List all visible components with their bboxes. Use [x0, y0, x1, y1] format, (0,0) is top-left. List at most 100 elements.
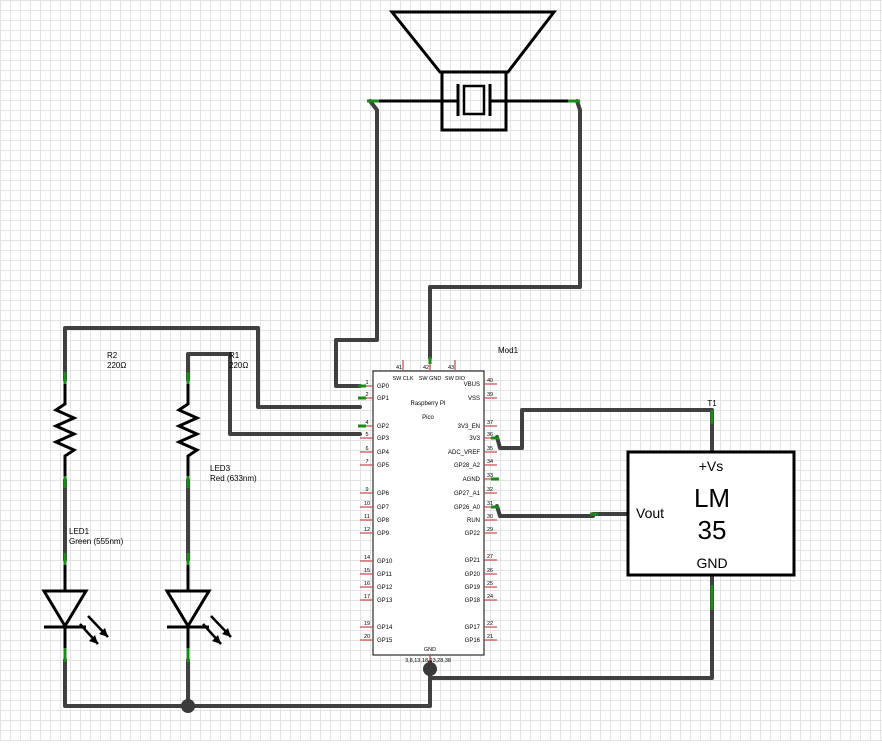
pico-pin-number: 32	[487, 487, 493, 493]
pico-pin-label: GP17	[465, 625, 481, 631]
pico-pin-label: GP0	[377, 384, 390, 390]
lm35-pin-vs: +Vs	[699, 458, 724, 474]
pico-pin-sw-dio: SW DIO	[445, 376, 466, 382]
pico-pin-label: GP22	[465, 531, 481, 537]
wire-r2-to-gp1[interactable]	[63, 326, 362, 409]
pico-pin-label: GP19	[465, 585, 481, 591]
wire-r1-to-gp2[interactable]	[186, 352, 362, 436]
pico-pin-number: 14	[364, 555, 370, 561]
pico-ref: Mod1	[498, 346, 519, 355]
pico-pin-number: 29	[487, 527, 493, 533]
pico-pin-number: 24	[487, 594, 493, 600]
pico-pin-label: 3V3_EN	[458, 424, 480, 430]
pico-body	[372, 370, 485, 656]
pico-pin-number: 21	[487, 634, 493, 640]
pico-pin-number: 26	[487, 568, 493, 574]
pico-pin-label: GP8	[377, 518, 390, 524]
speaker[interactable]	[367, 10, 580, 132]
pico-pin-number: 30	[487, 514, 493, 520]
pico-pin-label: VBUS	[464, 382, 480, 388]
speaker-cone	[388, 10, 558, 74]
pico-pin-label: GP13	[377, 598, 393, 604]
pico-pin-3v3-en[interactable]: 37 3V3_EN	[458, 420, 497, 430]
junction-pico-gnd	[423, 662, 437, 676]
r1-ref: R1	[229, 351, 240, 360]
pico-pin-gnd-numbers: 3,8,13,18,23,28,38	[405, 658, 451, 664]
pico-pin-label: GP7	[377, 505, 390, 511]
junction-led-bus	[181, 699, 195, 713]
wire-led-ground-bus[interactable]	[63, 658, 432, 708]
r1-value: 220Ω	[229, 361, 248, 370]
pico-pin-label: GP16	[465, 638, 481, 644]
pico-pin-label: GP6	[377, 491, 390, 497]
pico-pin-label: AGND	[463, 477, 481, 483]
wire-3v3-to-lm35-vs[interactable]	[495, 408, 714, 454]
pico-pin-num-43: 43	[448, 365, 454, 371]
pico-pin-label: ADC_VREF	[448, 450, 480, 456]
pico-pin-num-42: 42	[423, 365, 429, 371]
pico-pin-number: 12	[364, 527, 370, 533]
resistor-r1[interactable]: R1 220Ω	[175, 351, 248, 488]
pico-pin-label: GP1	[377, 396, 390, 402]
pico-pin-label: 3V3	[469, 436, 480, 442]
pico-pin-number: 37	[487, 420, 493, 426]
led1[interactable]: LED1 Green (555nm)	[41, 527, 124, 662]
pico-pin-label: GP14	[377, 625, 393, 631]
lm35-sensor[interactable]: T1 LM 35 +Vs Vout GND	[590, 399, 796, 610]
pico-module[interactable]: Mod1 Raspberry PI Pico 41 42 43 SW CLK S…	[358, 346, 519, 665]
led3[interactable]: LED3 Red (633nm)	[164, 464, 257, 662]
pico-pin-number: 33	[487, 473, 493, 479]
wire-speaker-right-to-sw-gnd[interactable]	[428, 99, 582, 360]
pico-pin-number: 25	[487, 581, 493, 587]
lm35-title-line1: LM	[694, 483, 730, 513]
pico-pin-number: 35	[487, 446, 493, 452]
pico-pin-number: 36	[487, 432, 493, 438]
wire-speaker-left-to-gp0[interactable]	[334, 99, 379, 388]
resistor-r2[interactable]: R2 220Ω	[52, 351, 126, 488]
pico-pin-3v3[interactable]: 36 3V3	[469, 432, 499, 442]
pico-pin-number: 5	[365, 432, 368, 438]
pico-pin-label: GP12	[377, 585, 393, 591]
wire-gp26-to-lm35-vout[interactable]	[495, 504, 630, 518]
pico-pin-number: 6	[365, 446, 368, 452]
pico-pin-label: GP5	[377, 463, 390, 469]
pico-pin-label: RUN	[467, 518, 480, 524]
pico-pin-label: GP10	[377, 559, 393, 565]
pico-pin-number: 17	[364, 594, 370, 600]
pico-pin-number: 19	[364, 621, 370, 627]
